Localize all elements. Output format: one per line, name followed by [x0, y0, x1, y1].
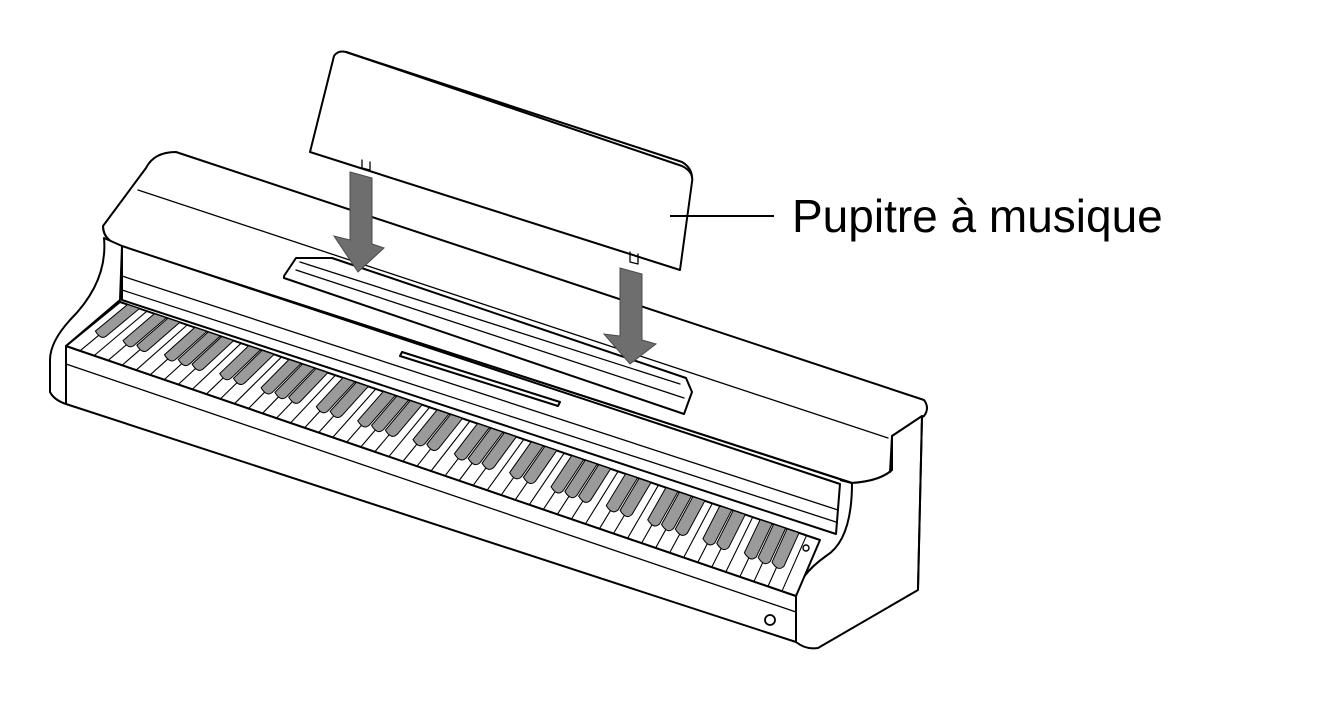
down-arrow-icon	[332, 171, 385, 273]
black-key	[757, 523, 787, 565]
music-rest-holder	[283, 257, 693, 415]
black-key	[329, 381, 370, 419]
black-key	[522, 445, 558, 485]
piano-right-side	[889, 415, 923, 589]
black-key	[136, 317, 181, 353]
black-key	[550, 455, 585, 494]
black-key	[370, 395, 410, 433]
black-key	[274, 363, 316, 400]
white-key-edge	[388, 406, 431, 457]
black-key	[177, 331, 222, 367]
music-rest-holder-edge	[295, 261, 685, 399]
black-key	[453, 422, 491, 461]
black-key	[481, 432, 518, 470]
black-key	[619, 477, 652, 518]
piano-lid-back-ridge	[137, 189, 889, 439]
white-key-edge	[795, 539, 821, 597]
black-key	[660, 491, 693, 532]
black-key	[412, 409, 450, 447]
music-rest-tab-left	[361, 159, 371, 171]
black-keys	[94, 304, 800, 569]
white-key-edge	[725, 516, 754, 573]
white-key-edge	[584, 471, 619, 525]
white-key-edge	[486, 438, 525, 491]
white-key-edge	[430, 420, 471, 472]
music-rest-board-top-edge	[345, 51, 693, 179]
down-arrow-icon	[602, 267, 658, 365]
white-key-edge	[781, 535, 808, 592]
black-key	[260, 358, 302, 395]
white-key-edge	[627, 484, 659, 539]
control-panel-slot	[399, 351, 561, 407]
headphone-jack	[764, 614, 776, 626]
callout-label: Pupitre à musique	[792, 190, 1163, 242]
black-key	[743, 519, 773, 560]
white-key-edge	[135, 324, 188, 371]
black-key	[564, 459, 598, 499]
black-key	[163, 326, 208, 362]
black-key	[384, 400, 424, 437]
black-key	[702, 505, 733, 546]
black-key	[219, 345, 262, 381]
piano-right-cheek	[795, 415, 923, 650]
black-key	[288, 368, 329, 404]
white-key-edge	[191, 342, 242, 390]
black-key	[605, 473, 639, 513]
white-key-edge	[332, 388, 377, 438]
black-key	[315, 377, 356, 414]
piano-key-slip-line	[65, 363, 797, 613]
white-key-edge	[290, 374, 336, 424]
black-key	[122, 313, 168, 348]
piano-left-cheek	[49, 237, 123, 405]
white-key-edge	[93, 310, 148, 357]
black-key	[716, 509, 746, 551]
piano-fallboard	[121, 245, 841, 535]
black-key	[674, 496, 706, 536]
black-key	[509, 441, 545, 480]
music-rest-board	[309, 50, 694, 271]
black-key	[191, 336, 235, 371]
black-key	[232, 349, 276, 386]
white-key-edge	[234, 356, 282, 405]
piano-fallboard-line-2	[121, 289, 837, 523]
white-key-edge	[65, 301, 121, 347]
black-key	[647, 487, 679, 527]
white-key-edge	[683, 503, 713, 558]
music-rest-tab-right	[629, 251, 639, 265]
pedal-jack	[802, 544, 810, 552]
black-key	[357, 390, 397, 428]
black-key	[771, 528, 800, 569]
white-key-edge	[528, 452, 565, 505]
black-key	[94, 304, 141, 338]
black-key	[467, 427, 504, 466]
black-key	[578, 464, 612, 503]
piano-fallboard-line-1	[121, 275, 839, 511]
black-key	[426, 413, 464, 452]
